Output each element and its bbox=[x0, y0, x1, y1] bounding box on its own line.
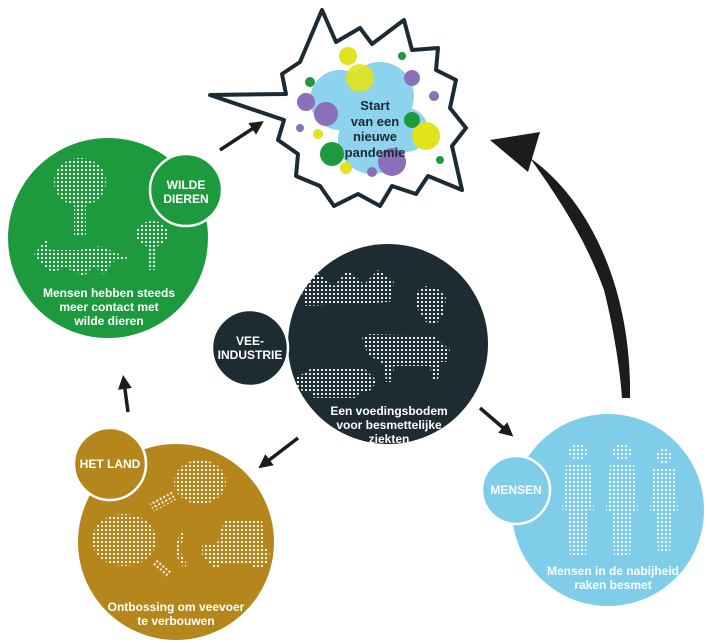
chicken-icon bbox=[416, 286, 446, 324]
fox-icon bbox=[34, 240, 128, 276]
cloud-tree-icon bbox=[174, 460, 226, 504]
land-node bbox=[72, 426, 274, 640]
cloud-tree-icon bbox=[92, 514, 156, 566]
people-caption: Mensen in de nabijheid raken besmet bbox=[546, 564, 680, 593]
barn-icon bbox=[302, 270, 394, 306]
person-icon bbox=[606, 443, 638, 556]
person-icon bbox=[562, 443, 594, 556]
wildlife-caption: Mensen hebben steeds meer contact met wi… bbox=[42, 286, 176, 329]
livestock-caption: Een voedingsbodem voor besmettelijke zie… bbox=[330, 404, 448, 447]
wildlife-node bbox=[8, 138, 224, 338]
livestock-tag: VEE- INDUSTRIE bbox=[217, 334, 283, 363]
tractor-icon bbox=[175, 520, 270, 568]
tree-icon bbox=[136, 221, 168, 270]
arrow-land-to-wildlife bbox=[117, 375, 132, 413]
pandemic-burst bbox=[208, 8, 468, 208]
land-tag: HET LAND bbox=[79, 457, 141, 471]
arrow-livestock-to-land bbox=[258, 436, 300, 469]
tree-icon bbox=[54, 158, 106, 236]
land-caption: Ontbossing om veevoer te verbouwen bbox=[107, 600, 245, 629]
virus-bubbles bbox=[296, 47, 444, 177]
livestock-node bbox=[210, 244, 488, 444]
burst-label: Start van een nieuwe pandemie bbox=[344, 98, 406, 160]
person-icon bbox=[650, 448, 678, 552]
people-node bbox=[480, 414, 704, 606]
arrow-wildlife-to-burst bbox=[219, 121, 264, 152]
cow-icon bbox=[362, 334, 450, 382]
people-tag: MENSEN bbox=[490, 483, 542, 497]
arrow-people-to-burst bbox=[490, 132, 631, 398]
arrow-livestock-to-people bbox=[478, 406, 514, 437]
wildlife-tag: WILDE DIEREN bbox=[163, 178, 209, 207]
pig-icon bbox=[296, 368, 376, 398]
